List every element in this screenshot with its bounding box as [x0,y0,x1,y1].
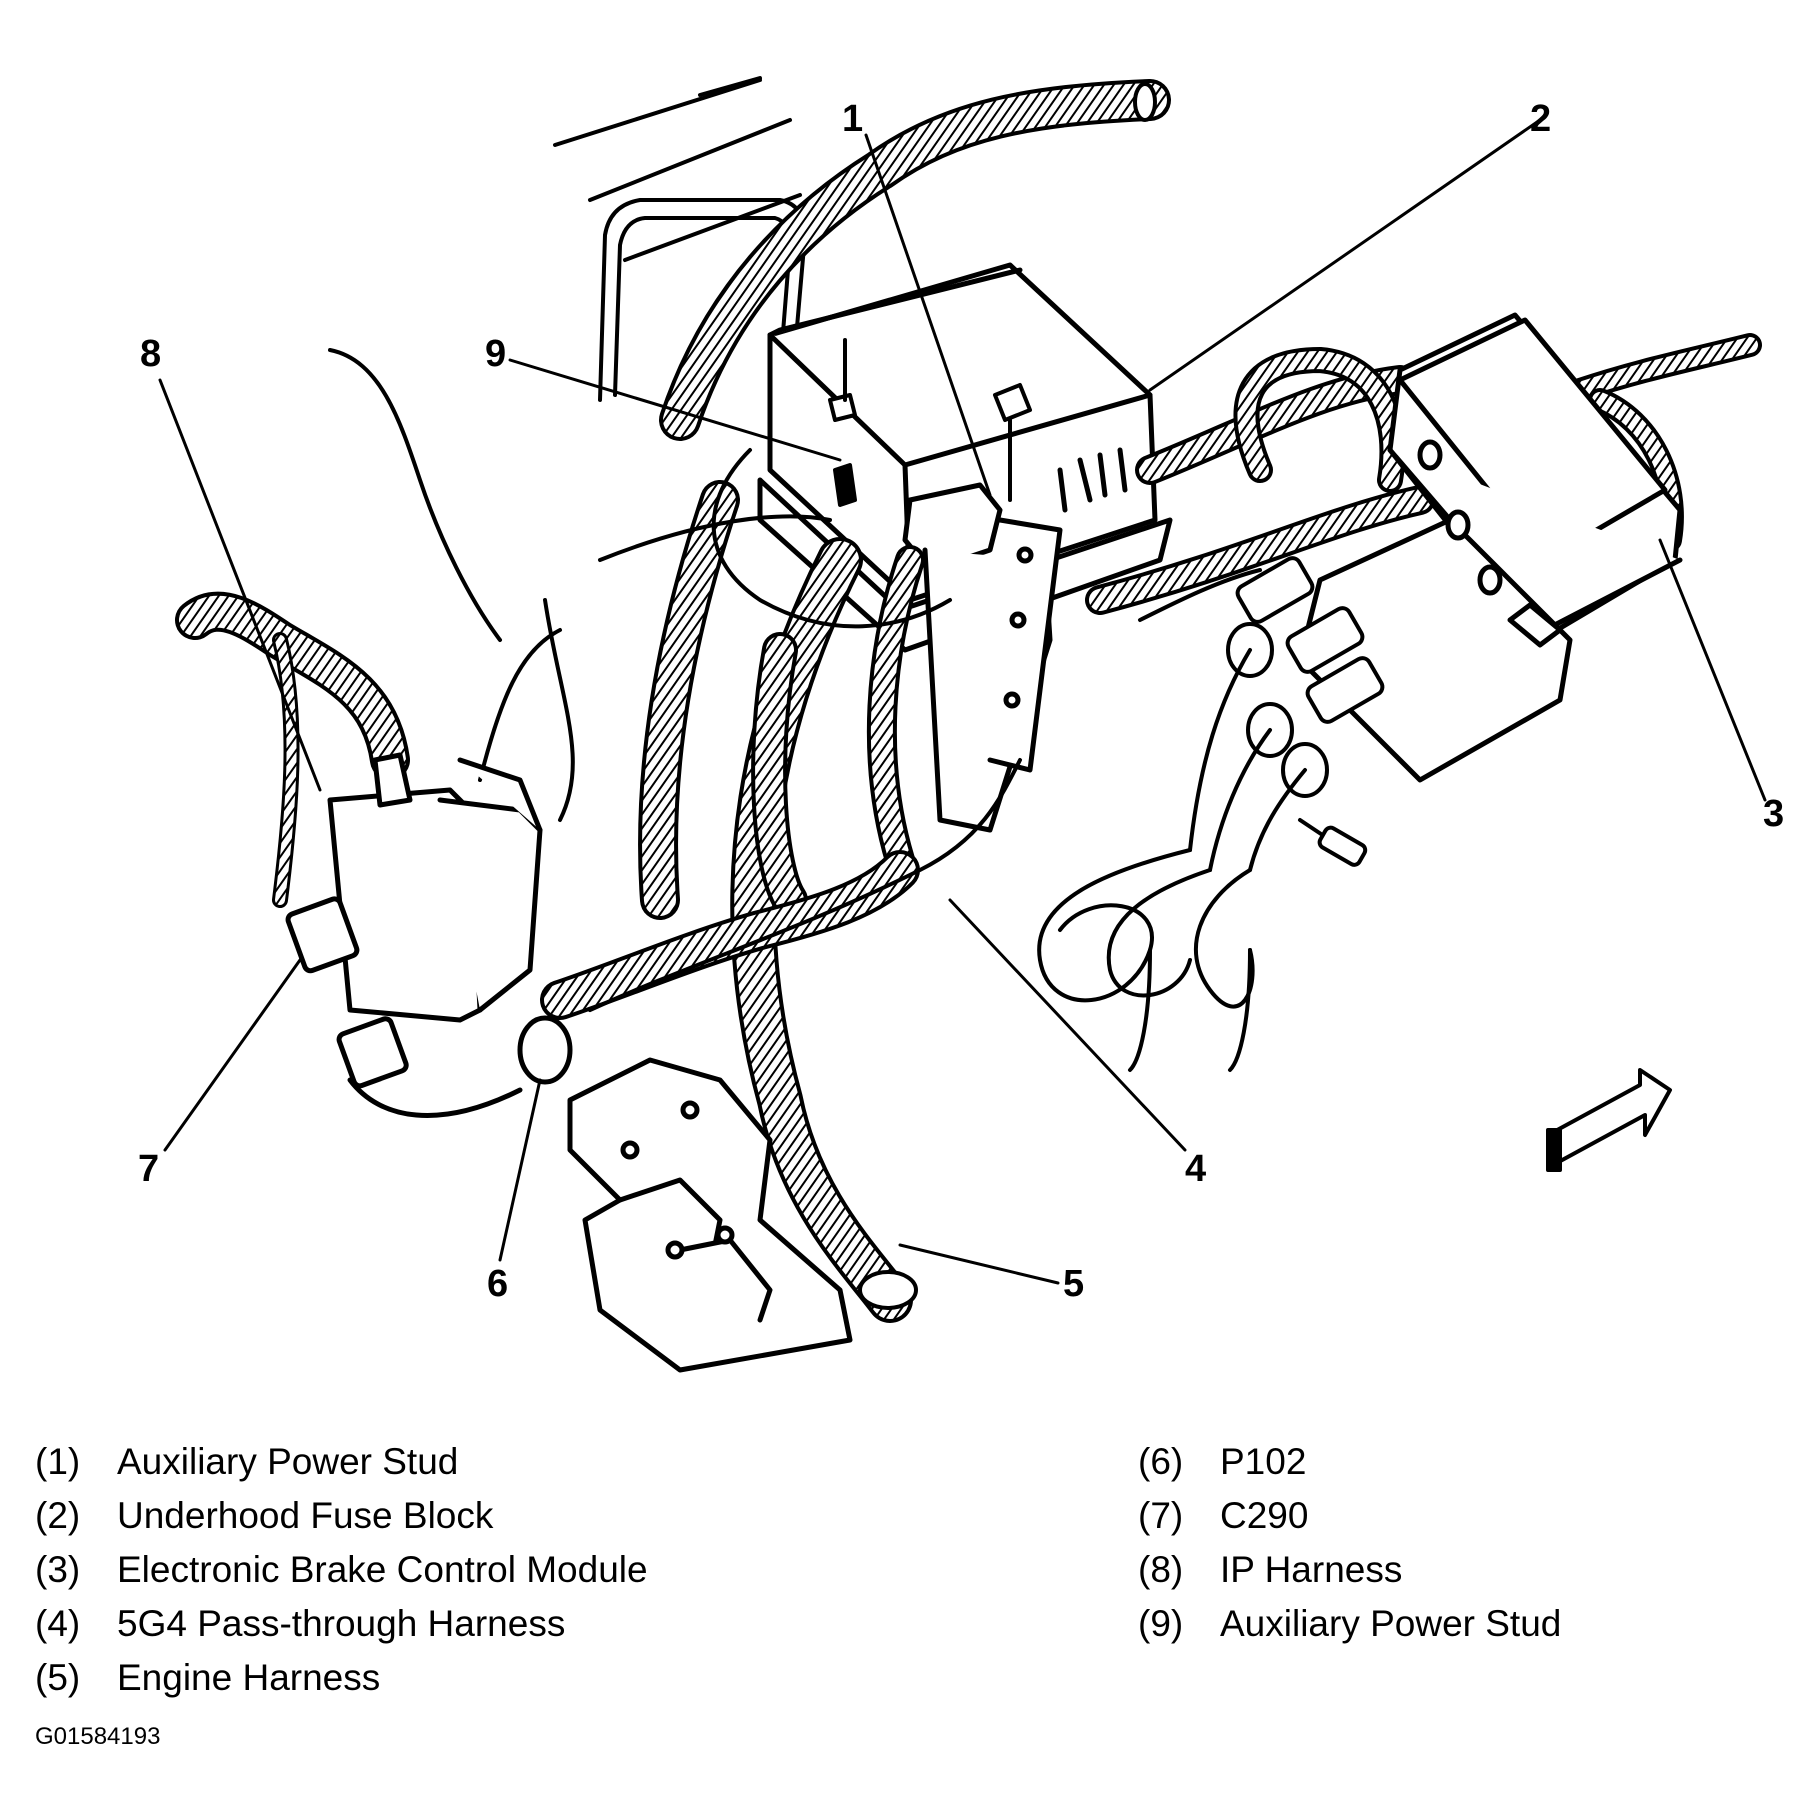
legend-number: (1) [35,1441,81,1482]
legend-item-7: (7) C290 [1138,1489,1561,1543]
legend-number: (8) [1138,1549,1184,1590]
legend-number: (7) [1138,1495,1184,1536]
p102-bracket [567,1057,853,1373]
legend-item-8: (8) IP Harness [1138,1543,1561,1597]
top-harness [659,79,1171,441]
callout-1: 1 [842,98,864,140]
callout-3: 3 [1763,793,1785,835]
ip-harness [175,591,573,1118]
callout-4: 4 [1185,1148,1207,1190]
legend-item-9: (9) Auxiliary Power Stud [1138,1597,1561,1651]
legend-right: (6) P102 (7) C290 (8) IP Harness (9) Aux… [1138,1435,1561,1651]
wiring-diagram [158,76,1767,1373]
legend-item-2: (2) Underhood Fuse Block [35,1489,648,1543]
legend-label: Electronic Brake Control Module [117,1549,648,1590]
callout-5: 5 [1063,1263,1085,1305]
legend-number: (6) [1138,1441,1184,1482]
callout-9: 9 [485,333,507,375]
thin-wires [328,348,1262,1012]
legend-label: Auxiliary Power Stud [1220,1603,1562,1644]
callout-8: 8 [140,333,162,375]
legend-label: Underhood Fuse Block [117,1495,494,1536]
corrugated-harnesses [540,333,1762,1323]
legend-label: 5G4 Pass-through Harness [117,1603,566,1644]
legend-item-1: (1) Auxiliary Power Stud [35,1435,648,1489]
legend-label: Auxiliary Power Stud [117,1441,459,1482]
leader-lines [158,118,1767,1285]
callout-7: 7 [138,1148,160,1190]
legend-label: Engine Harness [117,1657,381,1698]
legend-number: (4) [35,1603,81,1644]
underhood-fuse-block [757,262,1173,653]
legend-label: P102 [1220,1441,1307,1482]
brake-lines [1037,556,1385,1072]
callout-6: 6 [487,1263,509,1305]
legend-item-6: (6) P102 [1138,1435,1561,1489]
studs [828,338,1032,507]
legend-left: (1) Auxiliary Power Stud (2) Underhood F… [35,1435,648,1705]
ebcm-module [1297,312,1683,783]
aux-power-connector [902,482,1063,833]
callout-2: 2 [1530,98,1552,140]
legend-label: IP Harness [1220,1549,1403,1590]
legend-label: C290 [1220,1495,1309,1536]
legend-number: (9) [1138,1603,1184,1644]
legend-item-4: (4) 5G4 Pass-through Harness [35,1597,648,1651]
legend-item-5: (5) Engine Harness [35,1651,648,1705]
legend-item-3: (3) Electronic Brake Control Module [35,1543,648,1597]
figure-id: G01584193 [35,1723,161,1750]
front-arrow [1546,1068,1672,1172]
legend-number: (5) [35,1657,81,1698]
legend-number: (3) [35,1549,81,1590]
legend-number: (2) [35,1495,81,1536]
